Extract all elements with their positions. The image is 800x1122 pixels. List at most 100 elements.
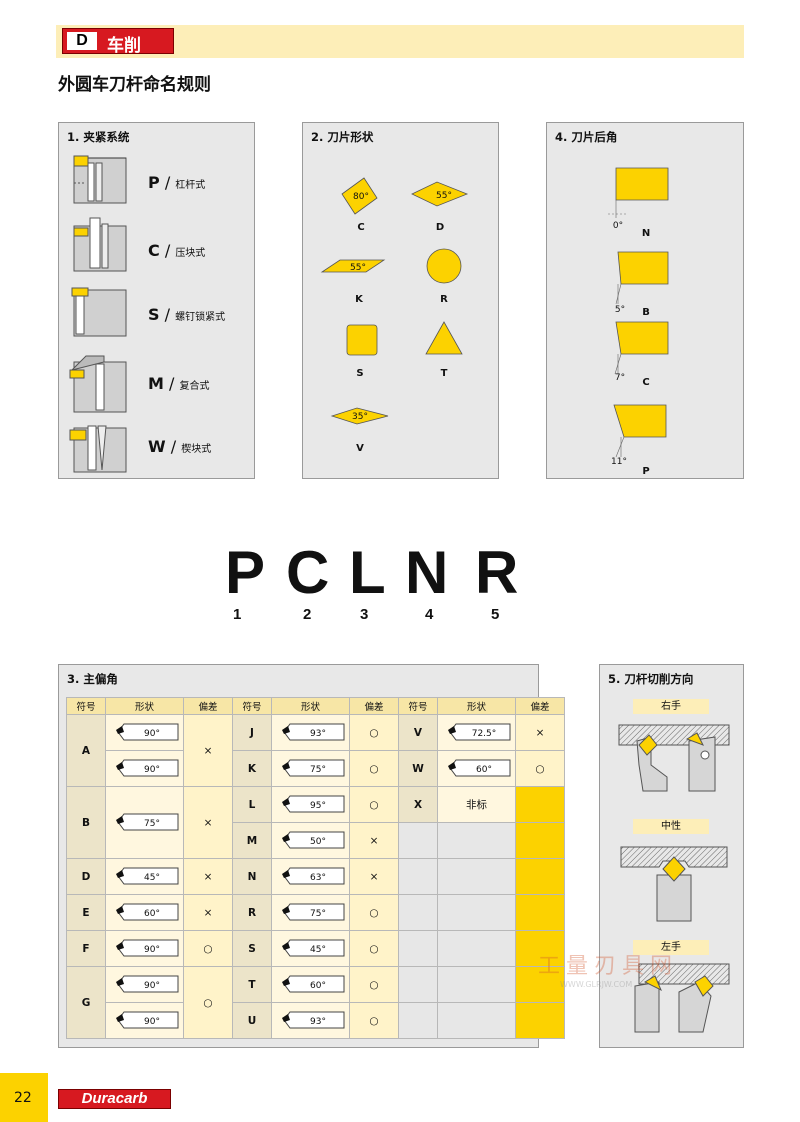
- clamping-icons: [69, 155, 127, 473]
- shape-cell: 75°: [271, 750, 350, 787]
- clearance-b-angle: 5°: [615, 305, 625, 315]
- page-number: 22: [14, 1090, 32, 1106]
- holder-sketch-icon: 93°: [281, 723, 344, 740]
- clamp-code: C: [148, 241, 160, 260]
- angle-label: 90°: [108, 756, 182, 782]
- direction-right-label: 右手: [633, 699, 709, 714]
- angle-value: 95°: [310, 801, 326, 811]
- empty-cell: [515, 894, 565, 931]
- holder-sketch-icon: 90°: [115, 939, 178, 956]
- symbol-cell: V: [398, 714, 438, 751]
- header-shape: 形状: [437, 697, 516, 715]
- insert-c-angle: 80°: [353, 192, 369, 202]
- insert-shapes: 80° 55° 55° 35° C D K R S T V: [320, 177, 469, 454]
- code-letter-2: C: [286, 539, 330, 606]
- tolerance-cell: ○: [349, 786, 399, 823]
- symbol-cell: N: [232, 858, 272, 895]
- table-row: F 90° ○ S 45° ○: [66, 930, 565, 967]
- shape-cell: 90°: [105, 750, 184, 787]
- angle-label: 90°: [108, 936, 182, 962]
- shape-cell: 45°: [105, 858, 184, 895]
- empty-cell: [398, 822, 438, 859]
- clamp-label: 螺钉锁紧式: [175, 312, 226, 323]
- table-row: G 90° ○ T 60° ○: [66, 966, 565, 1039]
- angle-value: 60°: [144, 909, 160, 919]
- shape-cell: 75°: [271, 894, 350, 931]
- code-position-1: 1: [233, 606, 242, 623]
- angle-label: 93°: [274, 1008, 348, 1034]
- insert-k-angle: 55°: [350, 263, 366, 273]
- wedge-clamp-icon: [69, 425, 127, 473]
- holder-sketch-icon: 75°: [115, 813, 178, 830]
- logo-mark: D: [67, 32, 97, 50]
- clearance-n-code: N: [642, 228, 650, 239]
- insert-k-code: K: [355, 294, 364, 305]
- tolerance-cell: ×: [183, 894, 233, 931]
- angle-value: 90°: [144, 729, 160, 739]
- table-row: M 50° ×: [67, 822, 565, 859]
- table-row: E 60° × R 75° ○: [66, 894, 565, 931]
- code-position-2: 2: [303, 606, 312, 623]
- clamp-block-icon: [73, 217, 127, 272]
- holder-sketch-icon: 50°: [281, 831, 344, 848]
- header-tolerance: 偏差: [349, 697, 399, 715]
- shape-cell: 60°: [271, 966, 350, 1003]
- holder-sketch-icon: 90°: [115, 723, 178, 740]
- code-letter-5: R: [475, 539, 519, 606]
- tolerance-cell: ×: [515, 714, 565, 751]
- header-tolerance: 偏差: [515, 697, 565, 715]
- holder-sketch-icon: 60°: [115, 903, 178, 920]
- empty-cell: [398, 1002, 438, 1039]
- symbol-cell: B: [66, 786, 106, 859]
- angle-label: 60°: [274, 972, 348, 998]
- empty-cell: [515, 930, 565, 967]
- code-position-3: 3: [360, 606, 369, 623]
- tolerance-cell: ×: [349, 822, 399, 859]
- insert-d-icon: [411, 181, 469, 207]
- shape-cell: 90°: [105, 930, 184, 967]
- angle-value: 90°: [144, 945, 160, 955]
- clamp-s-label: S / 螺钉锁紧式: [148, 305, 226, 324]
- angle-value: 63°: [310, 873, 326, 883]
- clearance-icons: 0° 5° 7° 11° N B C P: [608, 167, 669, 477]
- insert-s-icon: [346, 324, 378, 356]
- tolerance-cell: ×: [349, 858, 399, 895]
- direction-left-label: 左手: [633, 940, 709, 955]
- clearance-b-code: B: [642, 307, 650, 318]
- header-symbol: 符号: [232, 697, 272, 715]
- code-letter-4: N: [405, 539, 449, 606]
- clamp-code: W: [148, 437, 166, 456]
- insert-t-code: T: [441, 368, 448, 379]
- symbol-cell: L: [232, 786, 272, 823]
- angle-value: 60°: [310, 981, 326, 991]
- shape-cell: 60°: [437, 750, 516, 787]
- shape-cell: 95°: [271, 786, 350, 823]
- table-row: B 75° × L 95° ○ X 非标: [66, 786, 565, 859]
- empty-cell: [515, 858, 565, 895]
- angle-label: 93°: [274, 720, 348, 746]
- multi-clamp-icon: [69, 355, 127, 413]
- holder-sketch-icon: 72.5°: [447, 723, 510, 740]
- holder-sketch-icon: 90°: [115, 975, 178, 992]
- symbol-cell: R: [232, 894, 272, 931]
- angle-label: 75°: [274, 756, 348, 782]
- empty-cell: [515, 822, 565, 859]
- angle-label: 75°: [274, 900, 348, 926]
- panel-title: 1. 夹紧系统: [67, 130, 130, 144]
- symbol-cell: G: [66, 966, 106, 1039]
- tolerance-cell: ○: [349, 930, 399, 967]
- header-logo: D 车削: [62, 28, 174, 56]
- holder-sketch-icon: 90°: [115, 1011, 178, 1028]
- angle-value: 90°: [144, 1017, 160, 1027]
- shape-cell: 60°: [105, 894, 184, 931]
- code-position-4: 4: [425, 606, 434, 623]
- angle-value: 93°: [310, 1017, 326, 1027]
- shape-cell: 75°: [105, 786, 184, 859]
- watermark: 工量刃具网 WWW.GLRJW.COM: [538, 948, 678, 989]
- insert-r-code: R: [440, 294, 448, 305]
- clearance-b-icon: [617, 251, 669, 285]
- insert-d-code: D: [436, 222, 444, 233]
- header-shape: 形状: [271, 697, 350, 715]
- angle-value: 90°: [144, 981, 160, 991]
- tolerance-cell: ○: [349, 1002, 399, 1039]
